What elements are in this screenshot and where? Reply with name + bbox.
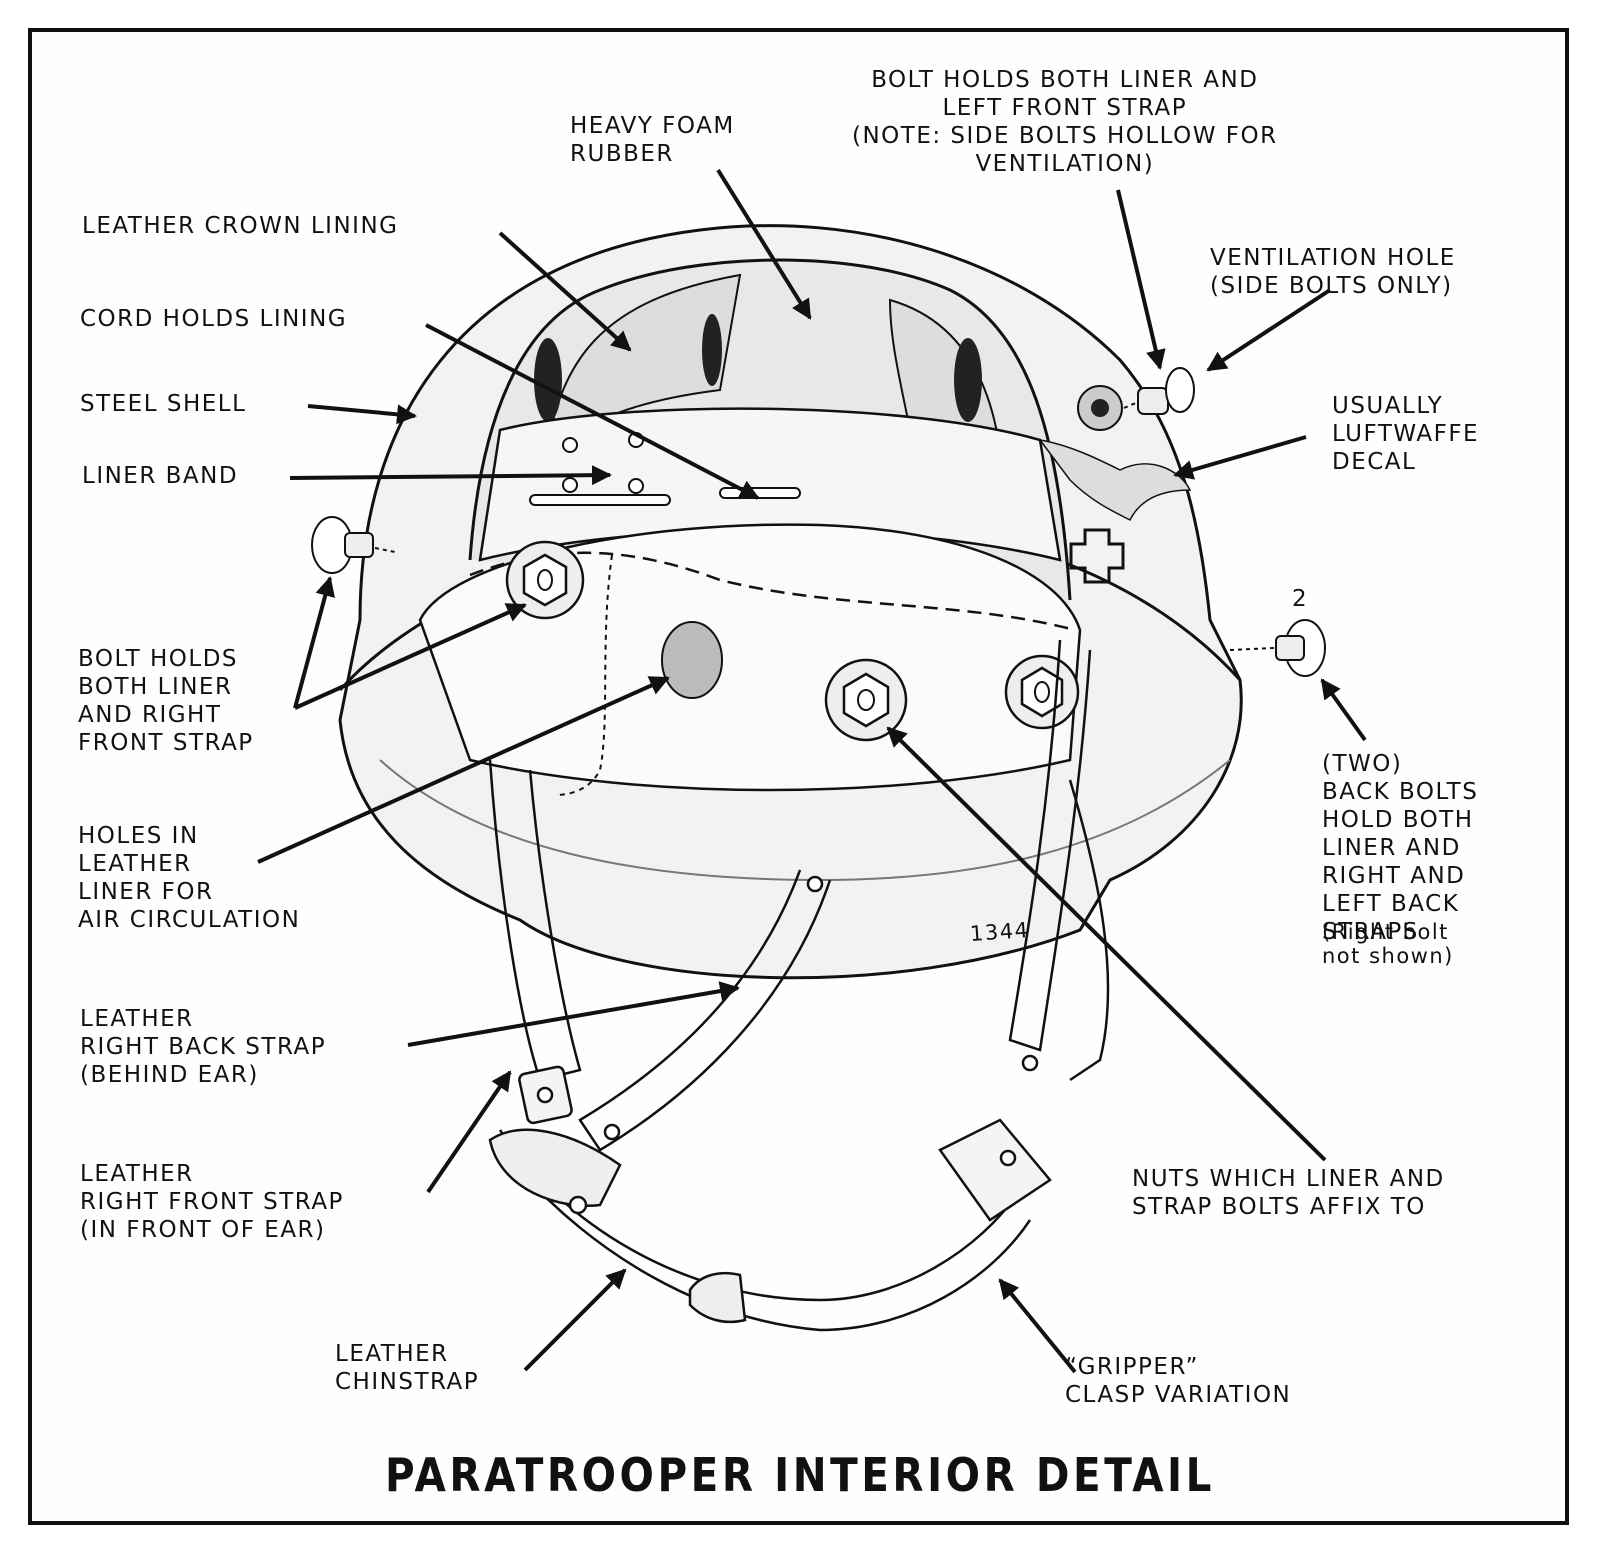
label-liner-band: LINER BAND: [82, 463, 239, 489]
stamp-number: 1344: [969, 917, 1031, 947]
leader-arrows: [257, 168, 1367, 1374]
label-right-back-strap: LEATHER RIGHT BACK STRAP (BEHIND EAR): [80, 1006, 327, 1088]
label-bolt-left-front-strap: BOLT HOLDS BOTH LINER AND LEFT FRONT STR…: [852, 67, 1278, 177]
back-bolt: [1229, 619, 1326, 677]
label-gripper-clasp: “GRIPPER” CLASP VARIATION: [1065, 1354, 1292, 1408]
label-nuts: NUTS WHICH LINER AND STRAP BOLTS AFFIX T…: [1132, 1166, 1445, 1220]
diagram-title: PARATROOPER INTERIOR DETAIL: [385, 1448, 1215, 1502]
right-side-bolt: [311, 516, 396, 574]
label-back-bolts: (TWO) BACK BOLTS HOLD BOTH LINER AND RIG…: [1322, 751, 1479, 945]
air-hole: [661, 621, 723, 699]
label-air-holes: HOLES IN LEATHER LINER FOR AIR CIRCULATI…: [78, 823, 301, 933]
label-right-front-strap: LEATHER RIGHT FRONT STRAP (IN FRONT OF E…: [80, 1161, 344, 1243]
label-back-bolts-note: (Right bolt not shown): [1322, 920, 1454, 968]
label-bolt-right-front-strap: BOLT HOLDS BOTH LINER AND RIGHT FRONT ST…: [78, 646, 254, 756]
label-leather-crown-lining: LEATHER CROWN LINING: [82, 213, 399, 239]
side-bolt: [1077, 367, 1195, 431]
straps: [488, 639, 1110, 1332]
label-cord-holds-lining: CORD HOLDS LINING: [80, 306, 348, 332]
label-steel-shell: STEEL SHELL: [80, 391, 247, 417]
bolt-number: 2: [1292, 586, 1309, 612]
luftwaffe-decal-icon: [1038, 438, 1192, 584]
label-luftwaffe-decal: USUALLY LUFTWAFFE DECAL: [1332, 393, 1480, 475]
liner-band: [478, 407, 1062, 562]
label-heavy-foam-rubber: HEAVY FOAM RUBBER: [570, 113, 735, 167]
label-leather-chinstrap: LEATHER CHINSTRAP: [335, 1341, 480, 1395]
label-ventilation-hole: VENTILATION HOLE (SIDE BOLTS ONLY): [1210, 245, 1456, 299]
nuts: [505, 540, 1080, 742]
leather-liner: [418, 523, 1082, 796]
